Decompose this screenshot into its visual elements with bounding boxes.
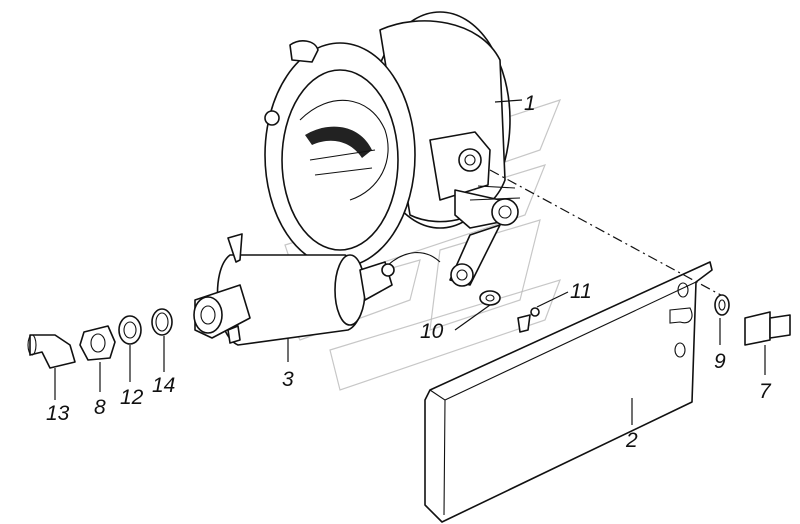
part-2-bracket (424, 261, 713, 523)
callout-13: 13 (46, 402, 70, 425)
callout-9: 9 (714, 350, 726, 373)
part-1-housing (264, 11, 521, 287)
callout-8: 8 (94, 396, 106, 419)
part-3-actuator (193, 233, 441, 346)
assembly-axis-line (489, 169, 731, 301)
part-10-washer (479, 290, 501, 306)
part-13-elbow-fitting (27, 334, 76, 369)
callout-14: 14 (152, 374, 175, 397)
part-14-o-ring (151, 308, 173, 336)
callout-2: 2 (625, 429, 638, 452)
leader-lines (54, 99, 766, 425)
callout-11: 11 (570, 280, 592, 303)
part-12-washer (118, 315, 142, 345)
part-11-cotter-pin (517, 307, 540, 333)
callout-10: 10 (420, 320, 444, 343)
callout-12: 12 (120, 386, 144, 409)
part-8-nut (79, 325, 116, 361)
callout-labels: 1 2 3 7 8 9 10 11 12 13 14 (46, 92, 772, 452)
callout-1: 1 (524, 92, 536, 115)
part-7-bolt (744, 311, 791, 346)
callout-3: 3 (282, 368, 294, 391)
callout-7: 7 (759, 380, 772, 403)
part-9-washer (714, 294, 730, 316)
